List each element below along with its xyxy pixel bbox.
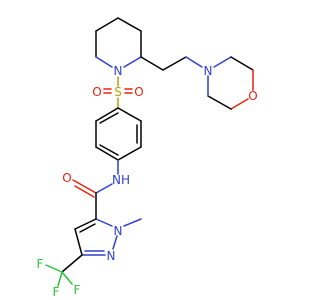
bond-cc-cd (207, 95, 232, 110)
atom-o-carbonyl: O (62, 171, 71, 185)
bond-cf3-f-right (61, 271, 73, 285)
bond-ar-cd (117, 146, 142, 161)
bond-nm-ca (213, 56, 232, 68)
atom-f-bottom: F (53, 285, 60, 299)
bond-ar-de (95, 146, 119, 161)
atom-o-sulfonyl-left: O (92, 85, 101, 99)
bond-o-cc (230, 98, 249, 110)
bond-c4-c5 (74, 218, 97, 230)
bond-cf3-f-left (45, 264, 63, 273)
atom-n-morpholine: N (204, 64, 213, 78)
bond-ch2a-ch2b (162, 56, 187, 71)
atom-labels: N N O S O O NH O N N F F F (37, 64, 258, 299)
atom-o-sulfonyl-right: O (134, 85, 143, 99)
bond-ar-fa-inner (99, 112, 119, 124)
bond-c2-ch2a (140, 56, 164, 71)
bond-ar-ab (117, 107, 142, 122)
bond-nh-co (95, 183, 113, 194)
atom-o-morpholine: O (248, 89, 257, 103)
atom-s-sulfonyl: S (114, 85, 122, 99)
bond-c3-c4 (117, 17, 142, 32)
bond-n1-n2 (112, 235, 118, 250)
bond-n-c2 (123, 56, 142, 68)
bond-ar-de-inner (99, 144, 119, 156)
bond-c5-n1 (95, 218, 113, 227)
atom-f-right: F (74, 283, 81, 297)
atom-n-piperidine: N (114, 64, 123, 78)
bond-c3-cf3 (61, 254, 83, 273)
bond-co-o-b (74, 185, 95, 198)
atom-n1-pyrazole: N (114, 224, 123, 238)
bond-n1-methyl (123, 218, 142, 227)
bond-ar-fa (95, 107, 119, 122)
structure-canvas: N N O S O O NH O N N F F F (36, 17, 258, 299)
bond-c6-n (95, 56, 113, 68)
molecule-diagram: N N O S O O NH O N N F F F (37, 17, 258, 299)
bond-cf3-f-bottom (57, 271, 63, 287)
bond-ch2b-n (185, 56, 203, 68)
atom-nh-amide: NH (112, 173, 130, 187)
bond-ca-cb (230, 56, 254, 71)
bond-c3-c4 (74, 228, 83, 256)
bond-co-o-a (72, 179, 97, 194)
atom-f-left: F (37, 257, 44, 271)
bond-c4-c5-inner (79, 223, 96, 233)
atom-n2-pyrazole: N (107, 249, 116, 263)
bond-c4-c5 (95, 17, 119, 32)
bonds (45, 17, 254, 287)
